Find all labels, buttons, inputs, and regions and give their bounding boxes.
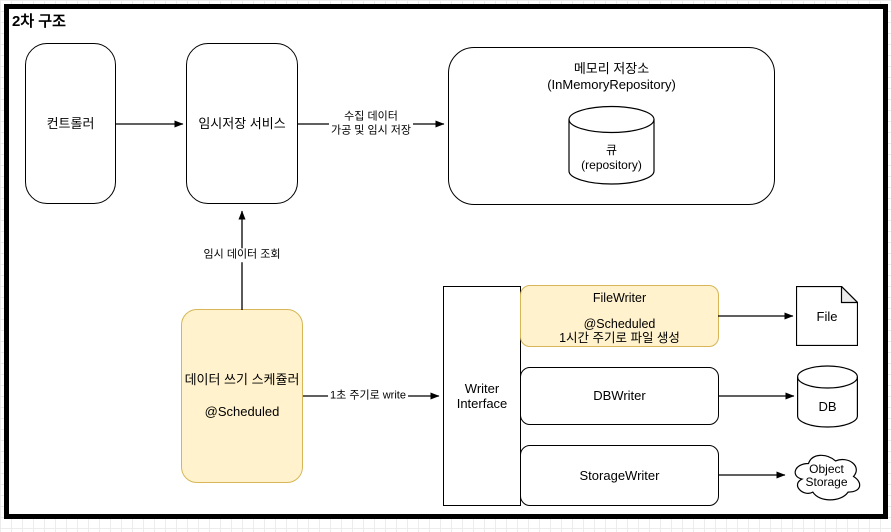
spacer [521,305,718,317]
node-data-write-scheduler-annotation: @Scheduled [204,404,280,419]
node-writer-interface-label: Writer Interface [456,381,508,411]
node-temp-storage-service: 임시저장 서비스 [186,43,298,204]
node-db-writer: DBWriter [520,367,719,425]
node-controller-label: 컨트롤러 [46,115,95,131]
edge-label-temp-data-query: 임시 데이터 조회 [201,248,283,262]
edge-label-collect-store: 수집 데이터 가공 및 임시 저장 [328,110,414,138]
page-title: 2차 구조 [12,13,66,30]
node-data-write-scheduler-label: 데이터 쓰기 스케쥴러 [184,372,300,387]
node-temp-storage-service-label: 임시저장 서비스 [198,115,286,131]
file-document-icon [796,286,858,346]
queue-label: 큐 (repository) [581,143,642,172]
node-storage-writer-label: StorageWriter [579,467,660,483]
object-storage-cloud-icon [794,454,861,501]
node-data-write-scheduler: 데이터 쓰기 스케쥴러 @Scheduled [181,309,303,483]
node-storage-writer: StorageWriter [520,445,719,506]
db-cylinder-icon [797,365,858,428]
node-controller: 컨트롤러 [25,43,116,204]
node-file-writer-annotation: @Scheduled [583,317,656,331]
node-file-writer-label: FileWriter [592,291,647,305]
node-file-writer: FileWriter @Scheduled 1시간 주기로 파일 생성 [520,285,719,347]
object-storage-label: Object Storage [805,462,848,489]
node-db-writer-label: DBWriter [593,388,646,403]
db-label: DB [818,399,837,414]
queue-cylinder-icon [568,105,655,185]
node-writer-interface: Writer Interface [443,286,521,506]
edge-label-write-interval: 1초 주기로 write [328,389,408,403]
file-label: File [816,309,838,324]
node-file-writer-detail: 1시간 주기로 파일 생성 [559,331,680,345]
node-memory-repository-label: 메모리 저장소 (InMemoryRepository) [547,61,676,92]
